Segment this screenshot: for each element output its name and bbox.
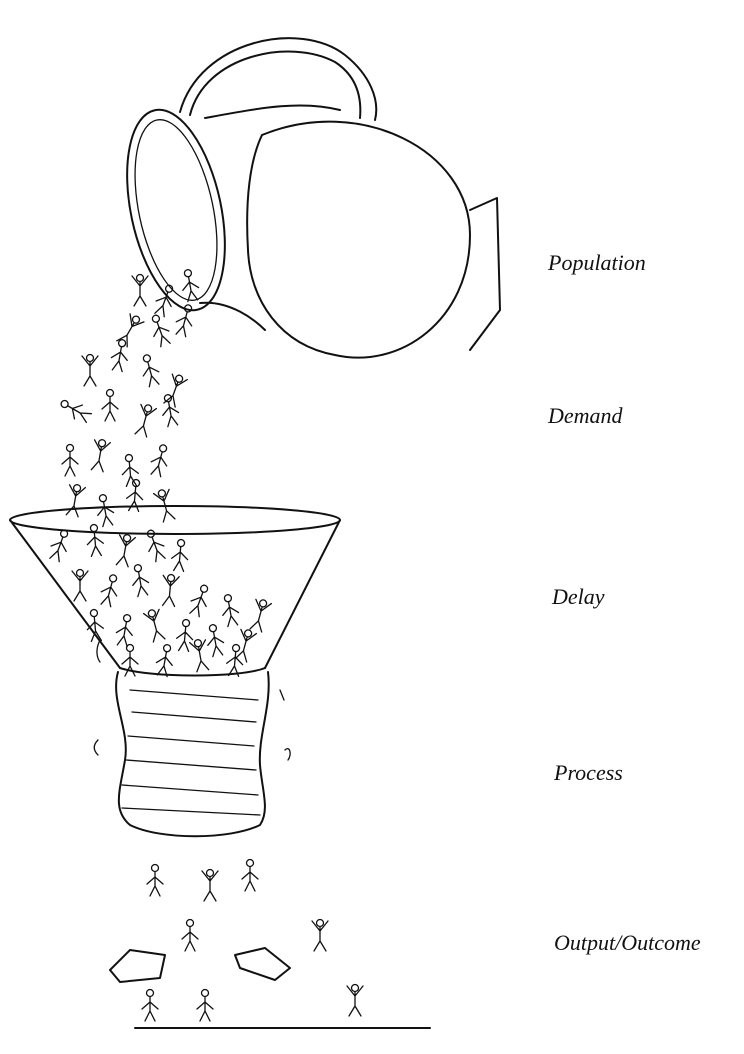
person-figure [154,643,175,677]
person-figure [115,313,145,348]
label-process: Process [554,760,623,786]
person-figure [138,353,162,388]
person-figure [64,483,85,517]
person-figure [143,608,167,643]
person-figure [312,920,328,952]
person-figure [102,390,118,422]
person-figure [58,395,93,425]
person-figure [132,275,148,307]
person-figure [47,528,73,563]
person-figure [226,644,245,677]
person-figure [147,313,173,348]
label-demand: Demand [548,403,623,429]
person-figure [89,438,110,472]
person-figure [173,303,197,338]
person-figure [162,373,188,408]
person-figure [189,638,210,672]
person-figure [82,355,98,387]
person-figure [197,990,213,1022]
person-figure [179,268,200,302]
person-figure [86,524,105,557]
person-figure [176,619,195,652]
jug-drawing [111,38,500,357]
person-figure [204,623,225,657]
person-figure [62,445,78,477]
stone-shape-2 [235,948,290,980]
people-figures [47,268,363,1021]
person-figure [72,570,88,602]
person-figure [242,860,258,892]
person-figure [121,454,140,487]
person-figure [161,574,180,607]
person-figure [248,598,272,633]
person-figure [152,283,178,318]
label-output-outcome: Output/Outcome [554,930,701,956]
person-figure [98,573,122,608]
label-delay: Delay [552,584,605,610]
person-figure [114,613,135,647]
person-figure [114,533,135,567]
person-figure [182,920,198,952]
person-figure [129,563,150,597]
person-figure [171,539,190,572]
person-figure [187,583,213,618]
person-figure [148,443,172,478]
label-population: Population [548,250,646,276]
person-figure [202,870,218,902]
person-figure [94,493,115,527]
person-figure [147,865,163,897]
person-figure [219,593,240,627]
stone-shape [110,950,165,982]
person-figure [142,990,158,1022]
person-figure [133,403,157,438]
person-figure [347,985,363,1017]
